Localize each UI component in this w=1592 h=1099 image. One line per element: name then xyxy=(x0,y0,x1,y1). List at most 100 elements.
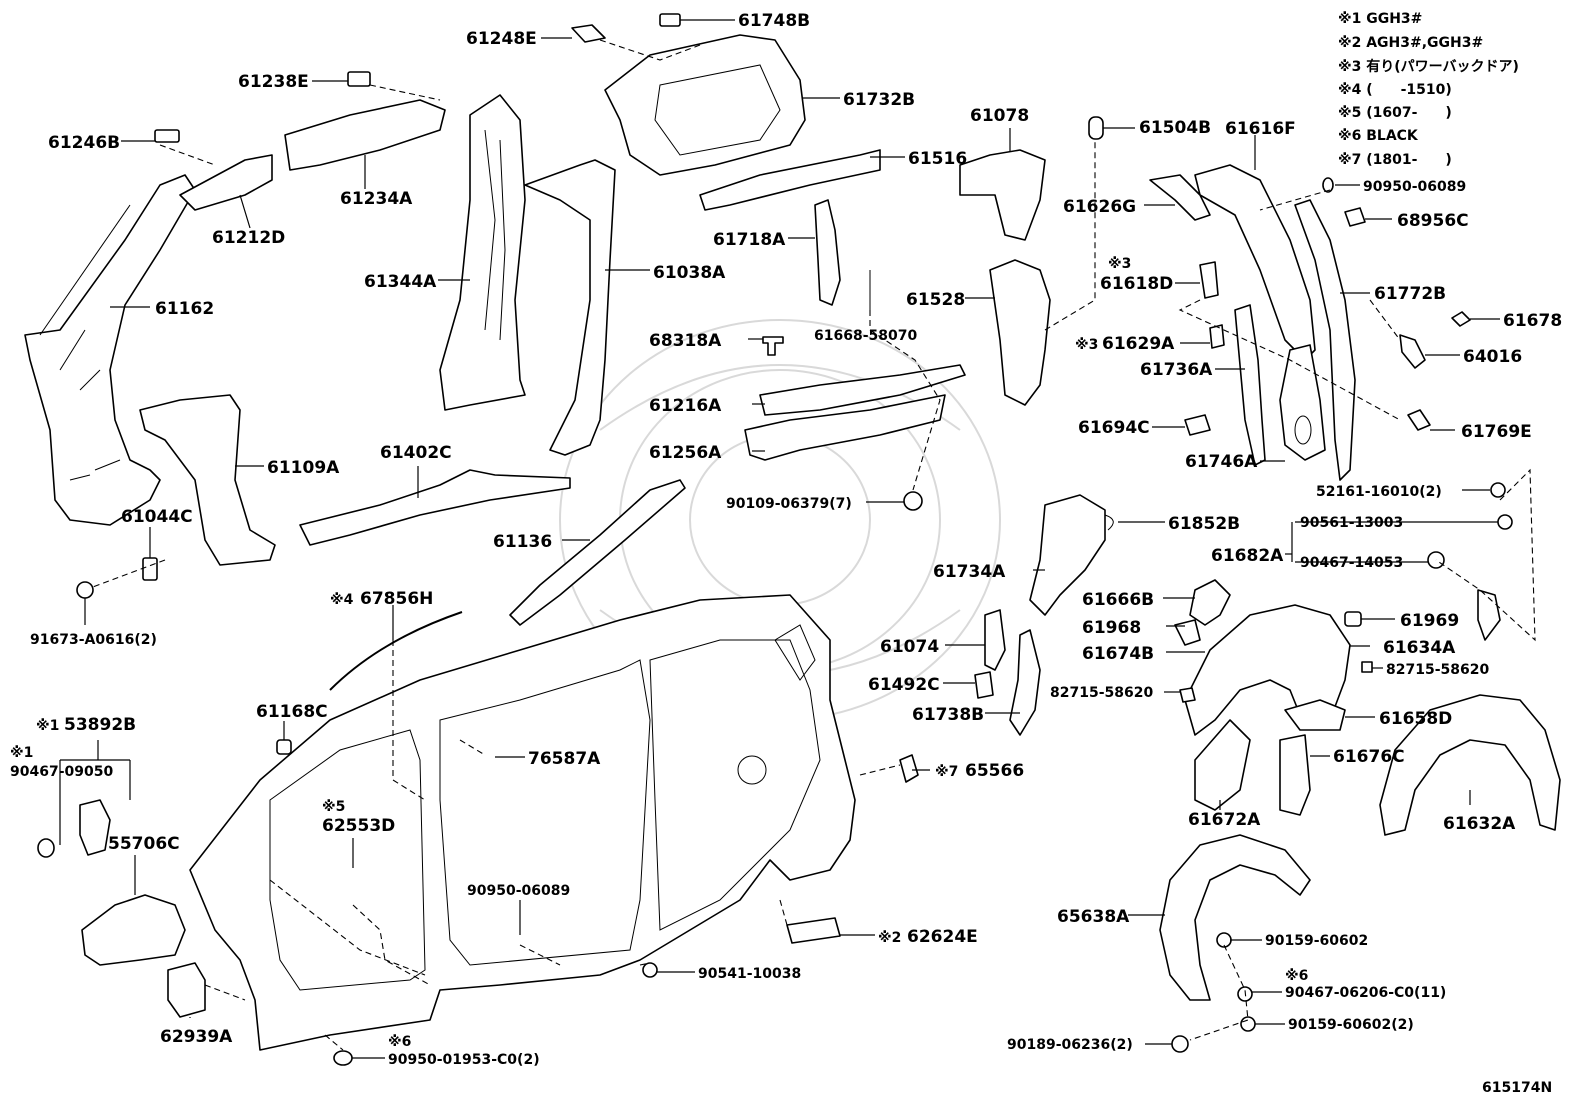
label-61632A: 61632A xyxy=(1443,814,1516,834)
label-61528: 61528 xyxy=(906,290,965,310)
label-61748B: 61748B xyxy=(738,11,810,31)
label-61136: 61136 xyxy=(493,532,552,552)
label-61248E: 61248E xyxy=(466,29,537,49)
label-65566: 65566 xyxy=(965,761,1024,781)
label-67856H: 67856H xyxy=(360,589,433,609)
dashed-lines xyxy=(89,39,1536,1051)
label-61678: 61678 xyxy=(1503,311,1562,331)
label-61616F: 61616F xyxy=(1225,119,1296,139)
label-61769E: 61769E xyxy=(1461,422,1532,442)
note-67856H: ※4 xyxy=(330,592,354,608)
label-61044C: 61044C xyxy=(121,507,193,527)
label-90189-06236: 90189-06236(2) xyxy=(1007,1037,1133,1053)
label-91673-A0616: 91673-A0616(2) xyxy=(30,632,157,648)
label-90541-10038: 90541-10038 xyxy=(698,966,801,982)
label-90950-06089-body: 90950-06089 xyxy=(467,883,570,899)
label-61668-58070: 61668-58070 xyxy=(814,328,917,344)
label-65638A: 65638A xyxy=(1057,907,1130,927)
part-shapes xyxy=(24,13,1561,1066)
label-61109A: 61109A xyxy=(267,458,340,478)
label-61492C: 61492C xyxy=(868,675,940,695)
label-90467-06206: 90467-06206-C0(11) xyxy=(1285,985,1446,1001)
label-61658D: 61658D xyxy=(1379,709,1452,729)
diagram-id: 615174N xyxy=(1482,1080,1552,1096)
label-82715-58620-left: 82715-58620 xyxy=(1050,685,1153,701)
label-68956C: 68956C xyxy=(1397,211,1469,231)
note-62553D: ※5 xyxy=(322,799,345,815)
label-61618D: 61618D xyxy=(1100,274,1173,294)
legend-note-6: ※6 BLACK xyxy=(1338,128,1419,144)
label-53892B: 53892B xyxy=(64,715,136,735)
label-55706C: 55706C xyxy=(108,834,180,854)
label-61344A: 61344A xyxy=(364,272,437,292)
leader-lines xyxy=(59,19,1500,1059)
note-53892B: ※1 xyxy=(36,718,59,734)
label-82715-58620-right: 82715-58620 xyxy=(1386,662,1489,678)
note-61629A: ※3 xyxy=(1075,337,1098,353)
label-61738B: 61738B xyxy=(912,705,984,725)
note-65566: ※7 xyxy=(935,764,958,780)
label-90950-01953: 90950-01953-C0(2) xyxy=(388,1052,540,1068)
label-61216A: 61216A xyxy=(649,396,722,416)
note-90467-09050: ※1 xyxy=(10,745,33,761)
label-61736A: 61736A xyxy=(1140,360,1213,380)
label-76587A: 76587A xyxy=(528,749,601,769)
label-90159-60602: 90159-60602 xyxy=(1265,933,1368,949)
label-61212D: 61212D xyxy=(212,228,285,248)
part-labels: 61748B 61248E 61732B 61238E 61246B 61234… xyxy=(10,11,1562,1068)
legend-note-4: ※4 ( -1510) xyxy=(1338,82,1452,98)
label-62624E: 62624E xyxy=(907,927,978,947)
label-61626G: 61626G xyxy=(1063,197,1136,217)
label-90467-09050: 90467-09050 xyxy=(10,764,113,780)
label-61732B: 61732B xyxy=(843,90,915,110)
label-61162: 61162 xyxy=(155,299,214,319)
label-61694C: 61694C xyxy=(1078,418,1150,438)
label-61402C: 61402C xyxy=(380,443,452,463)
label-90159-60602-2: 90159-60602(2) xyxy=(1288,1017,1414,1033)
legend-note-1: ※1 GGH3# xyxy=(1338,11,1422,27)
label-61629A: 61629A xyxy=(1102,334,1175,354)
label-61074: 61074 xyxy=(880,637,939,657)
label-61246B: 61246B xyxy=(48,133,120,153)
note-90950-01953: ※6 xyxy=(388,1034,411,1050)
label-61682A: 61682A xyxy=(1211,546,1284,566)
label-61718A: 61718A xyxy=(713,230,786,250)
label-61516: 61516 xyxy=(908,149,967,169)
label-61852B: 61852B xyxy=(1168,514,1240,534)
label-61734A: 61734A xyxy=(933,562,1006,582)
label-61772B: 61772B xyxy=(1374,284,1446,304)
note-90467-06206: ※6 xyxy=(1285,968,1308,984)
label-61634A: 61634A xyxy=(1383,638,1456,658)
label-61666B: 61666B xyxy=(1082,590,1154,610)
label-64016: 64016 xyxy=(1463,347,1522,367)
label-61968: 61968 xyxy=(1082,618,1141,638)
label-61746A: 61746A xyxy=(1185,452,1258,472)
label-52161-16010: 52161-16010(2) xyxy=(1316,484,1442,500)
note-61618D: ※3 xyxy=(1108,256,1131,272)
legend-note-7: ※7 (1801- ) xyxy=(1338,152,1452,168)
legend-notes: ※1 GGH3# ※2 AGH3#,GGH3# ※3 有り(パワーバックドア) … xyxy=(1338,11,1519,168)
label-61969: 61969 xyxy=(1400,611,1459,631)
label-61234A: 61234A xyxy=(340,189,413,209)
label-61256A: 61256A xyxy=(649,443,722,463)
label-61078: 61078 xyxy=(970,106,1029,126)
label-90561-13003: 90561-13003 xyxy=(1300,515,1403,531)
label-61168C: 61168C xyxy=(256,702,328,722)
legend-note-5: ※5 (1607- ) xyxy=(1338,105,1452,121)
label-90467-14053: 90467-14053 xyxy=(1300,555,1403,571)
label-61038A: 61038A xyxy=(653,263,726,283)
label-61672A: 61672A xyxy=(1188,810,1261,830)
label-90950-06089-top: 90950-06089 xyxy=(1363,179,1466,195)
legend-note-2: ※2 AGH3#,GGH3# xyxy=(1338,35,1483,51)
label-61676C: 61676C xyxy=(1333,747,1405,767)
label-68318A: 68318A xyxy=(649,331,722,351)
label-61674B: 61674B xyxy=(1082,644,1154,664)
label-90109-06379: 90109-06379(7) xyxy=(726,496,852,512)
label-62553D: 62553D xyxy=(322,816,395,836)
note-62624E: ※2 xyxy=(878,930,901,946)
legend-note-3: ※3 有り(パワーバックドア) xyxy=(1338,58,1519,75)
label-61238E: 61238E xyxy=(238,72,309,92)
label-62939A: 62939A xyxy=(160,1027,233,1047)
